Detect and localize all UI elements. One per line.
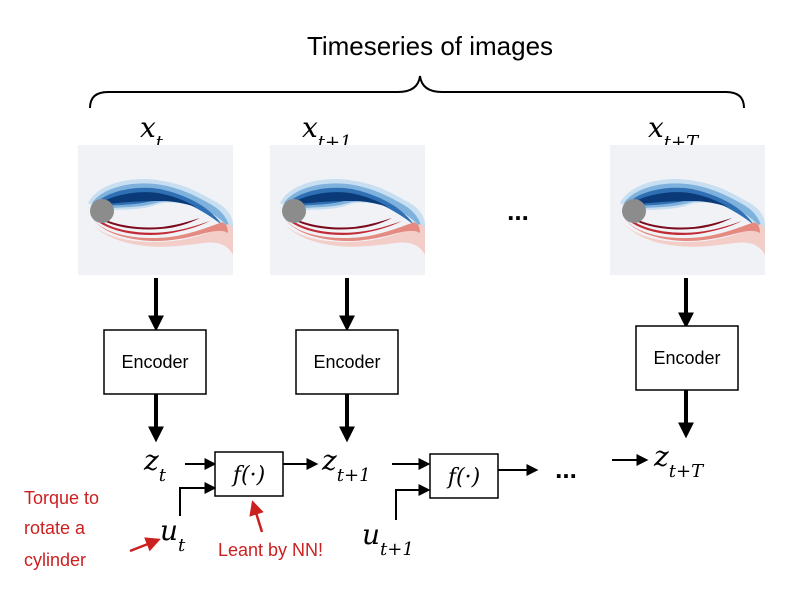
latent-ellipsis: ... [555, 454, 577, 484]
control-ut1: ut+1 [362, 518, 414, 560]
function-label: f(·) [446, 465, 480, 490]
annotation-arrow-learnt [249, 500, 264, 533]
annotation-arrow-torque [129, 537, 161, 553]
annotation-torque-line1: Torque to [24, 488, 99, 508]
function-box-2: f(·) [429, 453, 499, 499]
flow-image-t [78, 145, 233, 275]
annotation-learnt: Leant by NN! [218, 540, 323, 560]
latent-zt1: zt+1 [321, 444, 371, 486]
arrow-ut-to-f [179, 482, 217, 516]
encoder-label: Encoder [653, 348, 720, 368]
encoder-box-t: Encoder [103, 329, 207, 395]
annotation-torque-line2: rotate a [24, 518, 86, 538]
frame-label-xt: xt [140, 111, 164, 153]
arrow-ut1-to-f [395, 484, 431, 520]
latent-ztT: zt+T [653, 440, 705, 482]
encoder-label: Encoder [313, 352, 380, 372]
latent-zt: zt [143, 444, 167, 486]
function-box-1: f(·) [214, 451, 284, 497]
frames-ellipsis: ... [507, 196, 529, 226]
flow-image-t1 [270, 145, 425, 275]
diagram-title: Timeseries of images [307, 31, 553, 61]
flow-image-tT [610, 145, 765, 275]
annotation-torque-line3: cylinder [24, 550, 86, 570]
function-label: f(·) [231, 463, 265, 488]
encoder-box-t1: Encoder [295, 329, 399, 395]
control-ut: ut [160, 514, 186, 556]
curly-brace [89, 75, 745, 109]
encoder-box-tT: Encoder [635, 325, 739, 391]
encoder-label: Encoder [121, 352, 188, 372]
